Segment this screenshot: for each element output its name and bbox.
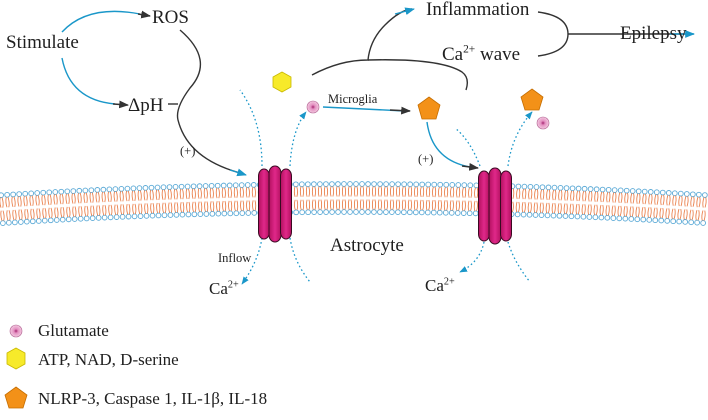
legend-item-atp: ATP, NAD, D-serine (38, 350, 179, 369)
glutamate-molecule-right (536, 116, 550, 130)
dotted-path-right-lower (507, 241, 531, 283)
label-ca-right: Ca2+ (425, 276, 455, 295)
label-plus-right: (+) (418, 152, 434, 166)
glutamate-molecule-top-left (306, 100, 320, 114)
dotted-path-left-upper (239, 89, 263, 167)
label-epilepsy: Epilepsy (620, 23, 687, 44)
arrow-stimulate-to-dph (61, 57, 116, 105)
calcium-channel-right (478, 167, 512, 245)
arrow-stimulate-to-ros (61, 10, 141, 33)
legend-item-glutamate: Glutamate (38, 321, 109, 340)
legend-item-nlrp3: NLRP-3, Caspase 1, IL-1β, IL-18 (38, 389, 268, 408)
label-astrocyte: Astrocyte (330, 235, 404, 256)
cell-membrane (0, 181, 708, 226)
flow-arrows (61, 7, 695, 177)
label-inflow: Inflow (218, 251, 252, 265)
label-plus-left: (+) (180, 144, 196, 158)
channel-left-subunit (280, 168, 292, 240)
channel-right-subunit (478, 170, 490, 242)
label-ros: ROS (152, 7, 189, 28)
arrow-pentagon-to-channel (426, 121, 471, 168)
legend-hexagon-icon (6, 347, 26, 370)
hexagon-atp-molecule (272, 71, 292, 93)
ion-paths (239, 89, 533, 285)
pentagon-nlrp3-molecule-right (520, 88, 544, 111)
arrow-ros-to-channel (176, 29, 245, 175)
dotted-path-right-lower-in (459, 241, 485, 273)
label-stimulate: Stimulate (6, 32, 79, 53)
legend-glutamate-icon (9, 324, 23, 338)
label-ca-left: Ca2+ (209, 279, 239, 298)
label-ca-wave: Ca2+ wave (442, 43, 521, 65)
dotted-path-left-out (289, 111, 307, 167)
channel-right-subunit (488, 167, 502, 245)
dotted-path-left-lower (289, 237, 311, 283)
dotted-path-right-upper (454, 127, 481, 167)
dotted-path-right-out (507, 111, 533, 167)
channel-right-subunit (500, 170, 512, 242)
calcium-channel-left (258, 165, 292, 243)
arrow-to-inflammation (311, 8, 413, 76)
epilepsy-bracket (537, 11, 569, 57)
channel-left-subunit (268, 165, 282, 243)
pentagon-nlrp3-molecule-center (417, 96, 441, 120)
label-dph: ΔpH (128, 95, 164, 116)
label-microglia: Microglia (328, 92, 378, 106)
legend-pentagon-icon (4, 386, 28, 409)
label-inflammation: Inflammation (426, 0, 530, 20)
channel-left-subunit (258, 168, 270, 240)
